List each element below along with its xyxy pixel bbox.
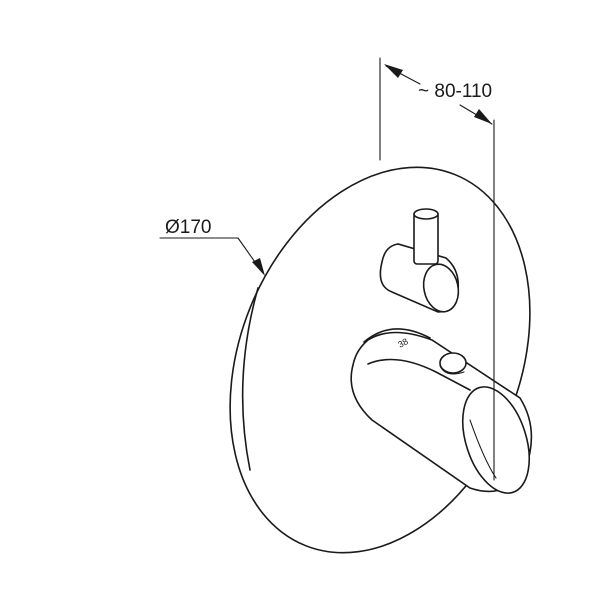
- thermostat-handle: 38: [350, 328, 533, 494]
- safety-button-base: [439, 365, 465, 375]
- depth-dimension: ~ 80-110: [379, 57, 495, 481]
- diameter-label: Ø170: [165, 217, 211, 238]
- arrow-left: [384, 64, 403, 78]
- diverter-knob: [379, 208, 460, 313]
- diameter-arrow: [252, 258, 265, 276]
- dial-ring: [363, 328, 431, 343]
- diameter-dimension: Ø170: [159, 217, 265, 276]
- plate-rim-edge: [241, 287, 259, 471]
- dial-scale-text: 38: [396, 336, 410, 350]
- arrow-right: [474, 109, 492, 124]
- dial-ring-lower: [367, 358, 471, 391]
- depth-label: ~ 80-110: [418, 81, 492, 102]
